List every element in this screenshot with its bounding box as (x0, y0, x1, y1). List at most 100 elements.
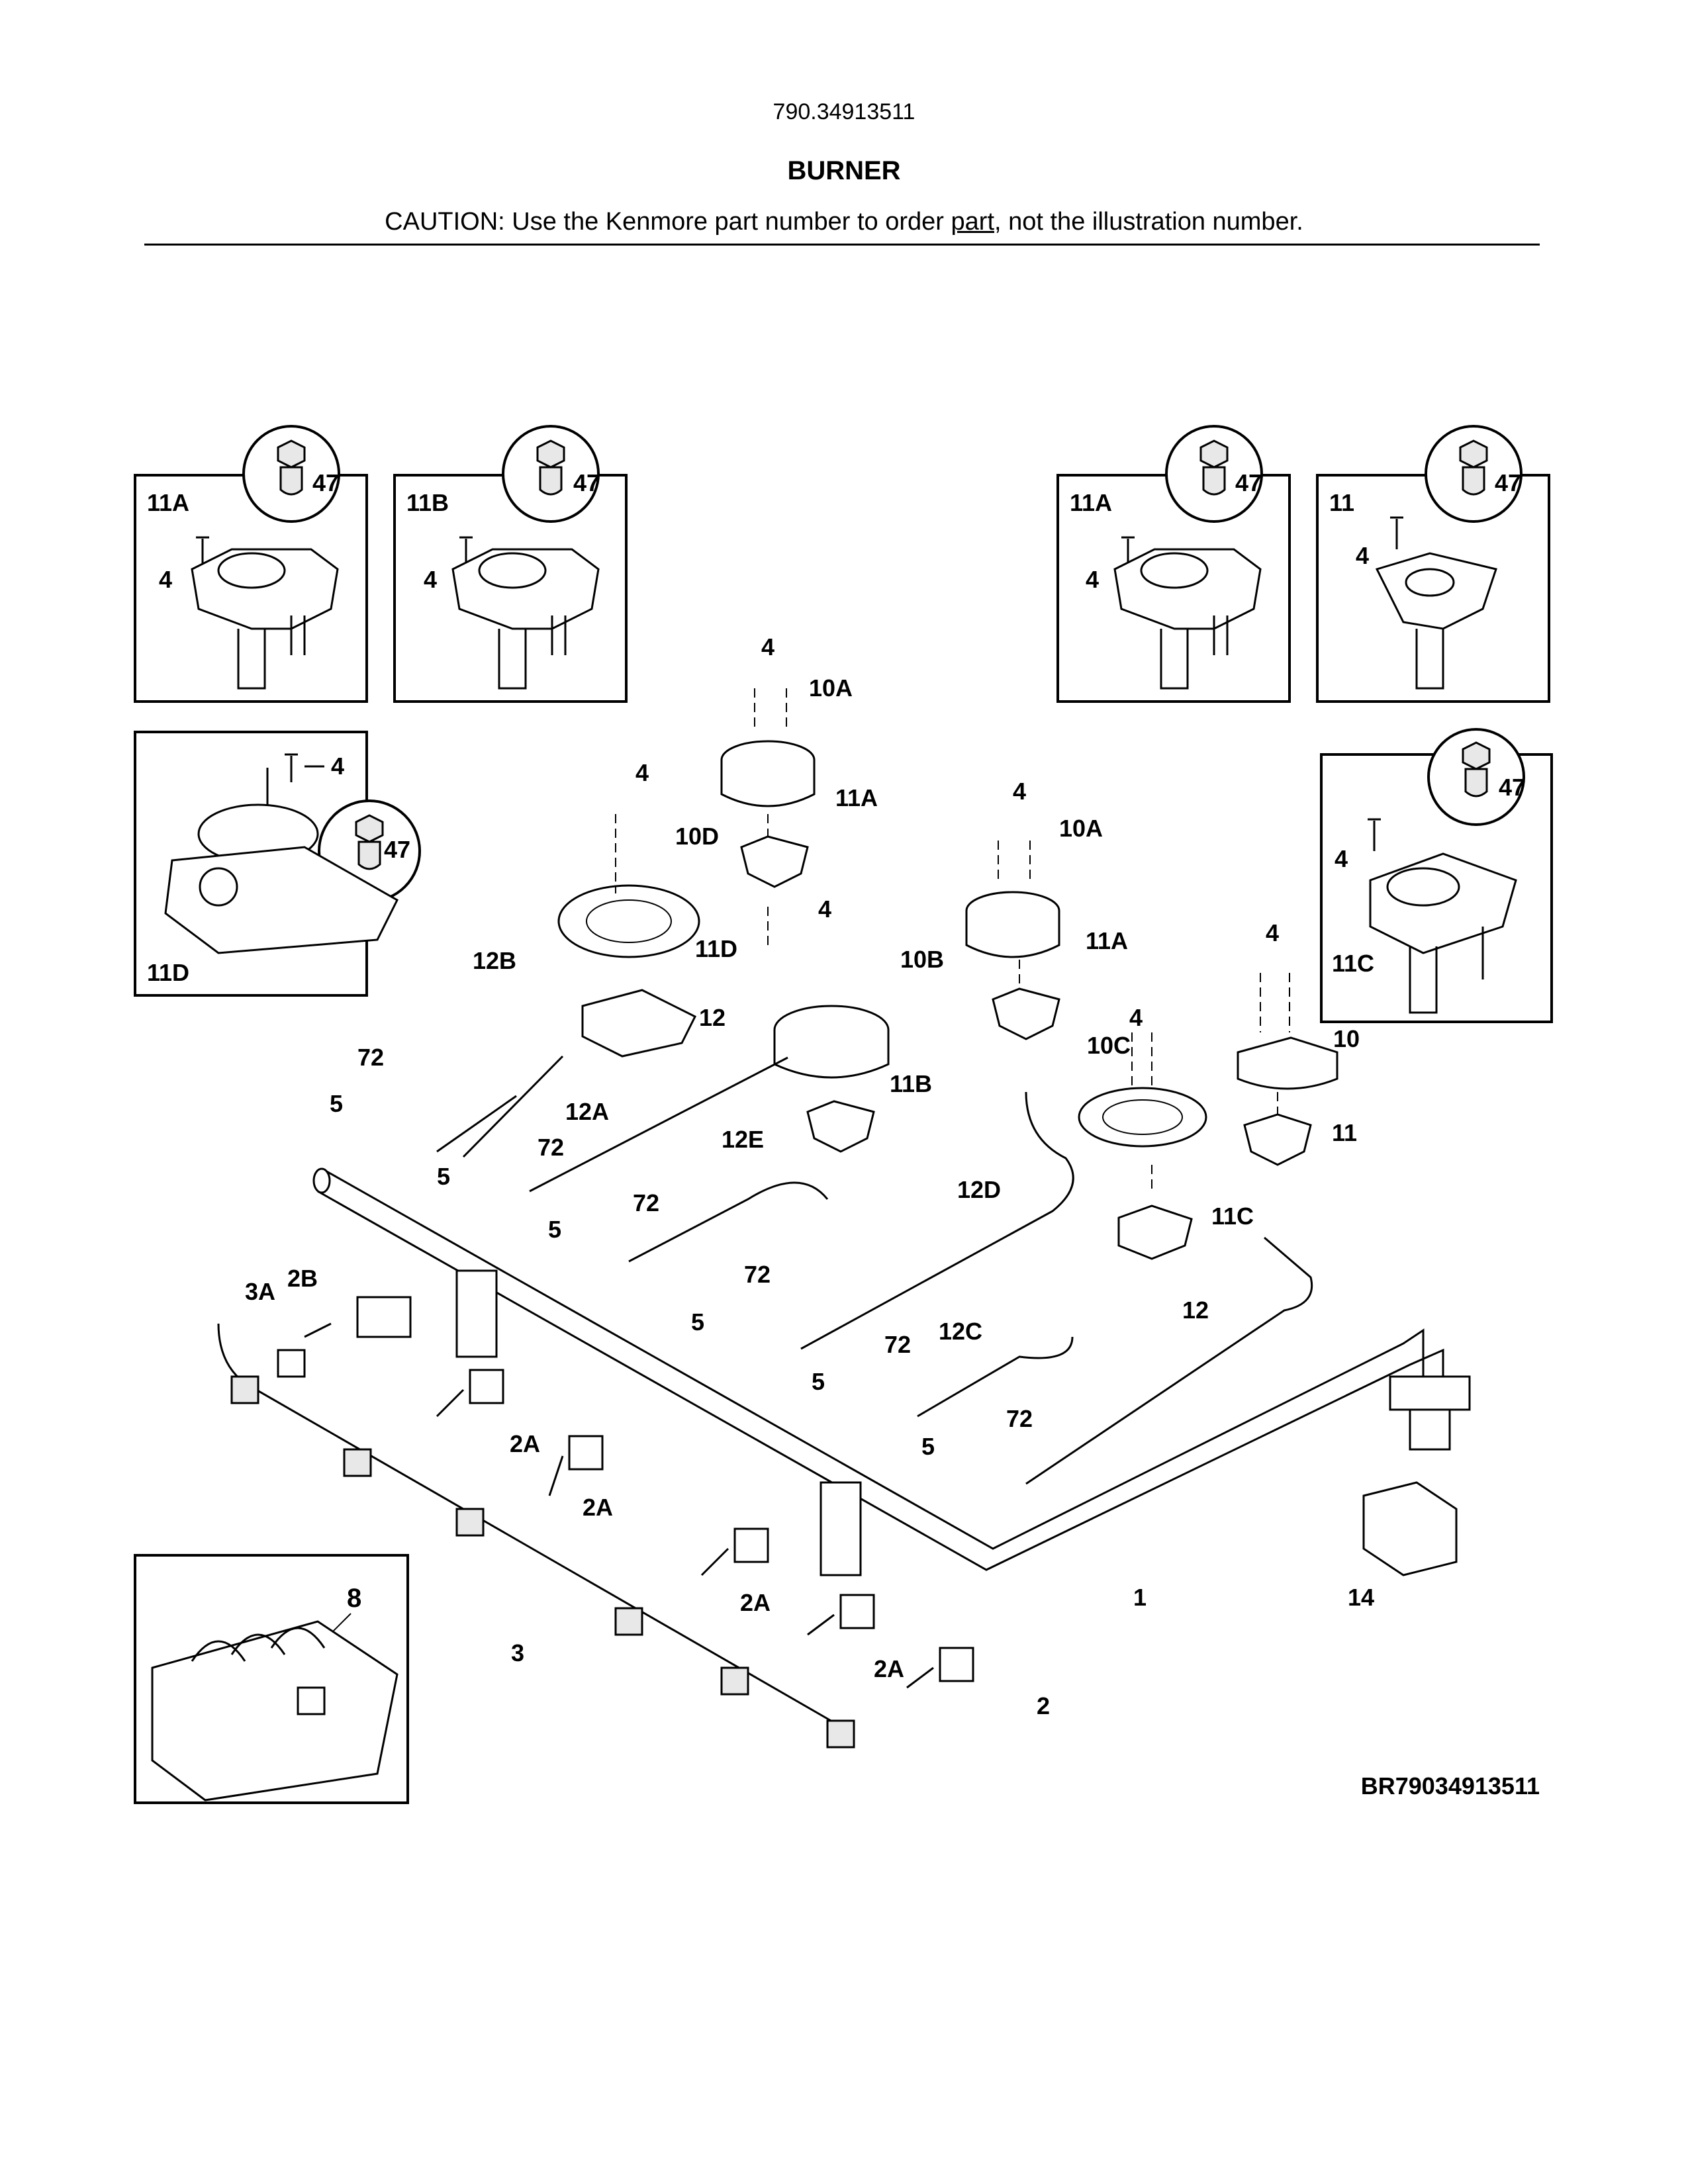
gas-manifold-pipe (312, 1167, 1471, 1571)
callout-5: 5 (812, 1368, 825, 1395)
callout-11b: 11B (890, 1070, 932, 1097)
callout-72: 72 (884, 1331, 911, 1358)
callout-14: 14 (1348, 1584, 1374, 1611)
callout-2a: 2A (583, 1494, 613, 1521)
assembly-dash-lines (754, 688, 787, 946)
caution-suffix: , not the illustration number. (994, 208, 1303, 236)
callout-5: 5 (691, 1308, 704, 1336)
orifice-icon (277, 439, 306, 496)
orifice-icon (1459, 439, 1488, 496)
orifice-label: 47 (1499, 774, 1525, 801)
orifice-label: 47 (1235, 469, 1262, 496)
callout-labels: 4 10A 11A 4 10D 4 10B 11D 12B 12 4 10A 1… (245, 633, 1374, 1719)
pressure-regulator-14 (1362, 1481, 1458, 1576)
caution-prefix: CAUTION: Use the Kenmore part number to … (385, 208, 951, 236)
inset-11-right: 47 11 4 (1316, 425, 1550, 703)
inset-title: 11A (147, 489, 189, 516)
callout-2: 2 (1037, 1692, 1050, 1719)
module-label-plate (297, 1686, 326, 1715)
callout-10a: 10A (1059, 815, 1103, 842)
tube-12a (462, 1055, 564, 1158)
callout-3: 3 (511, 1639, 524, 1666)
screw-icon (285, 753, 324, 782)
callout-12b: 12B (473, 947, 516, 974)
inset-spark-module: 8 (134, 1554, 409, 1804)
spark-module-label: 8 (347, 1584, 361, 1613)
callout-5: 5 (548, 1216, 561, 1243)
inset-title: 11 (1329, 489, 1354, 516)
caution-link: part (951, 208, 994, 236)
screw-icon (1368, 818, 1381, 851)
screw-label: 4 (1086, 566, 1099, 593)
valve-2a-1 (436, 1369, 504, 1418)
gas-tubes (436, 1055, 1313, 1485)
assembly-dash-lines (1131, 1032, 1152, 1191)
callout-11: 11 (1332, 1119, 1357, 1146)
callout-10d: 10D (675, 823, 719, 850)
inset-11d: 47 11D 4 (134, 731, 421, 997)
burner-port (217, 552, 286, 589)
callout-4: 4 (761, 633, 774, 660)
valve-2a-4 (807, 1594, 875, 1636)
callout-1: 1 (1133, 1584, 1147, 1611)
screw-label: 4 (159, 566, 172, 593)
callout-2a: 2A (510, 1430, 540, 1457)
inset-title: 11D (147, 959, 189, 986)
callout-12a: 12A (565, 1098, 609, 1125)
burner-head-11d (581, 989, 697, 1058)
callout-12d: 12D (957, 1176, 1001, 1203)
burner-head-11c (1117, 1205, 1193, 1260)
burner-tube (1409, 927, 1484, 1014)
burner-head-11 (1243, 1113, 1312, 1166)
valve-2 (906, 1647, 974, 1689)
burner-base-10b (773, 1030, 890, 1079)
callout-2b: 2B (287, 1265, 318, 1292)
harness-switch-6 (826, 1719, 855, 1749)
manifold-pipe-bottom-edge (317, 1190, 1444, 1571)
tube-12c (917, 1336, 1074, 1418)
manifold-brackets (455, 1269, 862, 1576)
screw-label: 4 (424, 566, 437, 593)
spark-module-icon (151, 1620, 399, 1801)
header-rule (144, 244, 1540, 246)
screw-icon (1390, 516, 1403, 549)
manifold-mount-flange (1389, 1375, 1471, 1411)
tube-12b (436, 1095, 517, 1153)
orifice-icon (355, 814, 384, 870)
callout-11c: 11C (1211, 1203, 1254, 1230)
callout-10c: 10C (1087, 1032, 1131, 1059)
burner-cap-10d (557, 884, 700, 958)
burner-base-10a-2 (965, 911, 1060, 958)
burner-port (1405, 568, 1455, 597)
harness-switch-1 (230, 1375, 259, 1404)
burner-port (1386, 867, 1460, 907)
inset-title: 11B (406, 489, 449, 516)
screw-label: 4 (1335, 845, 1348, 872)
burner-tube (1415, 629, 1444, 690)
callout-4: 4 (1266, 919, 1279, 946)
burner-base-10a (720, 760, 816, 807)
callout-5: 5 (330, 1090, 343, 1117)
callout-72: 72 (538, 1134, 564, 1161)
burner-tube (1160, 615, 1229, 690)
section-title: BURNER (787, 156, 901, 185)
valve-switch-3a (277, 1349, 306, 1378)
callout-3a: 3A (245, 1278, 275, 1305)
callout-4: 4 (1129, 1004, 1143, 1031)
diagram-reference-number: BR79034913511 (1360, 1772, 1540, 1799)
burner-assemblies (557, 688, 1338, 1260)
valve-2b (304, 1296, 412, 1338)
callout-11a: 11A (835, 784, 878, 811)
callout-12: 12 (1182, 1297, 1209, 1324)
orifice-label: 47 (573, 469, 600, 496)
model-number: 790.34913511 (773, 99, 915, 124)
callout-72: 72 (744, 1261, 771, 1288)
callout-4: 4 (635, 759, 649, 786)
callout-4: 4 (818, 895, 831, 923)
callout-10b: 10B (900, 946, 944, 973)
callout-72: 72 (357, 1044, 384, 1071)
tube-12 (529, 1056, 788, 1193)
burner-cap-10d-ring (586, 899, 672, 943)
burner-head-11b (806, 1100, 875, 1153)
